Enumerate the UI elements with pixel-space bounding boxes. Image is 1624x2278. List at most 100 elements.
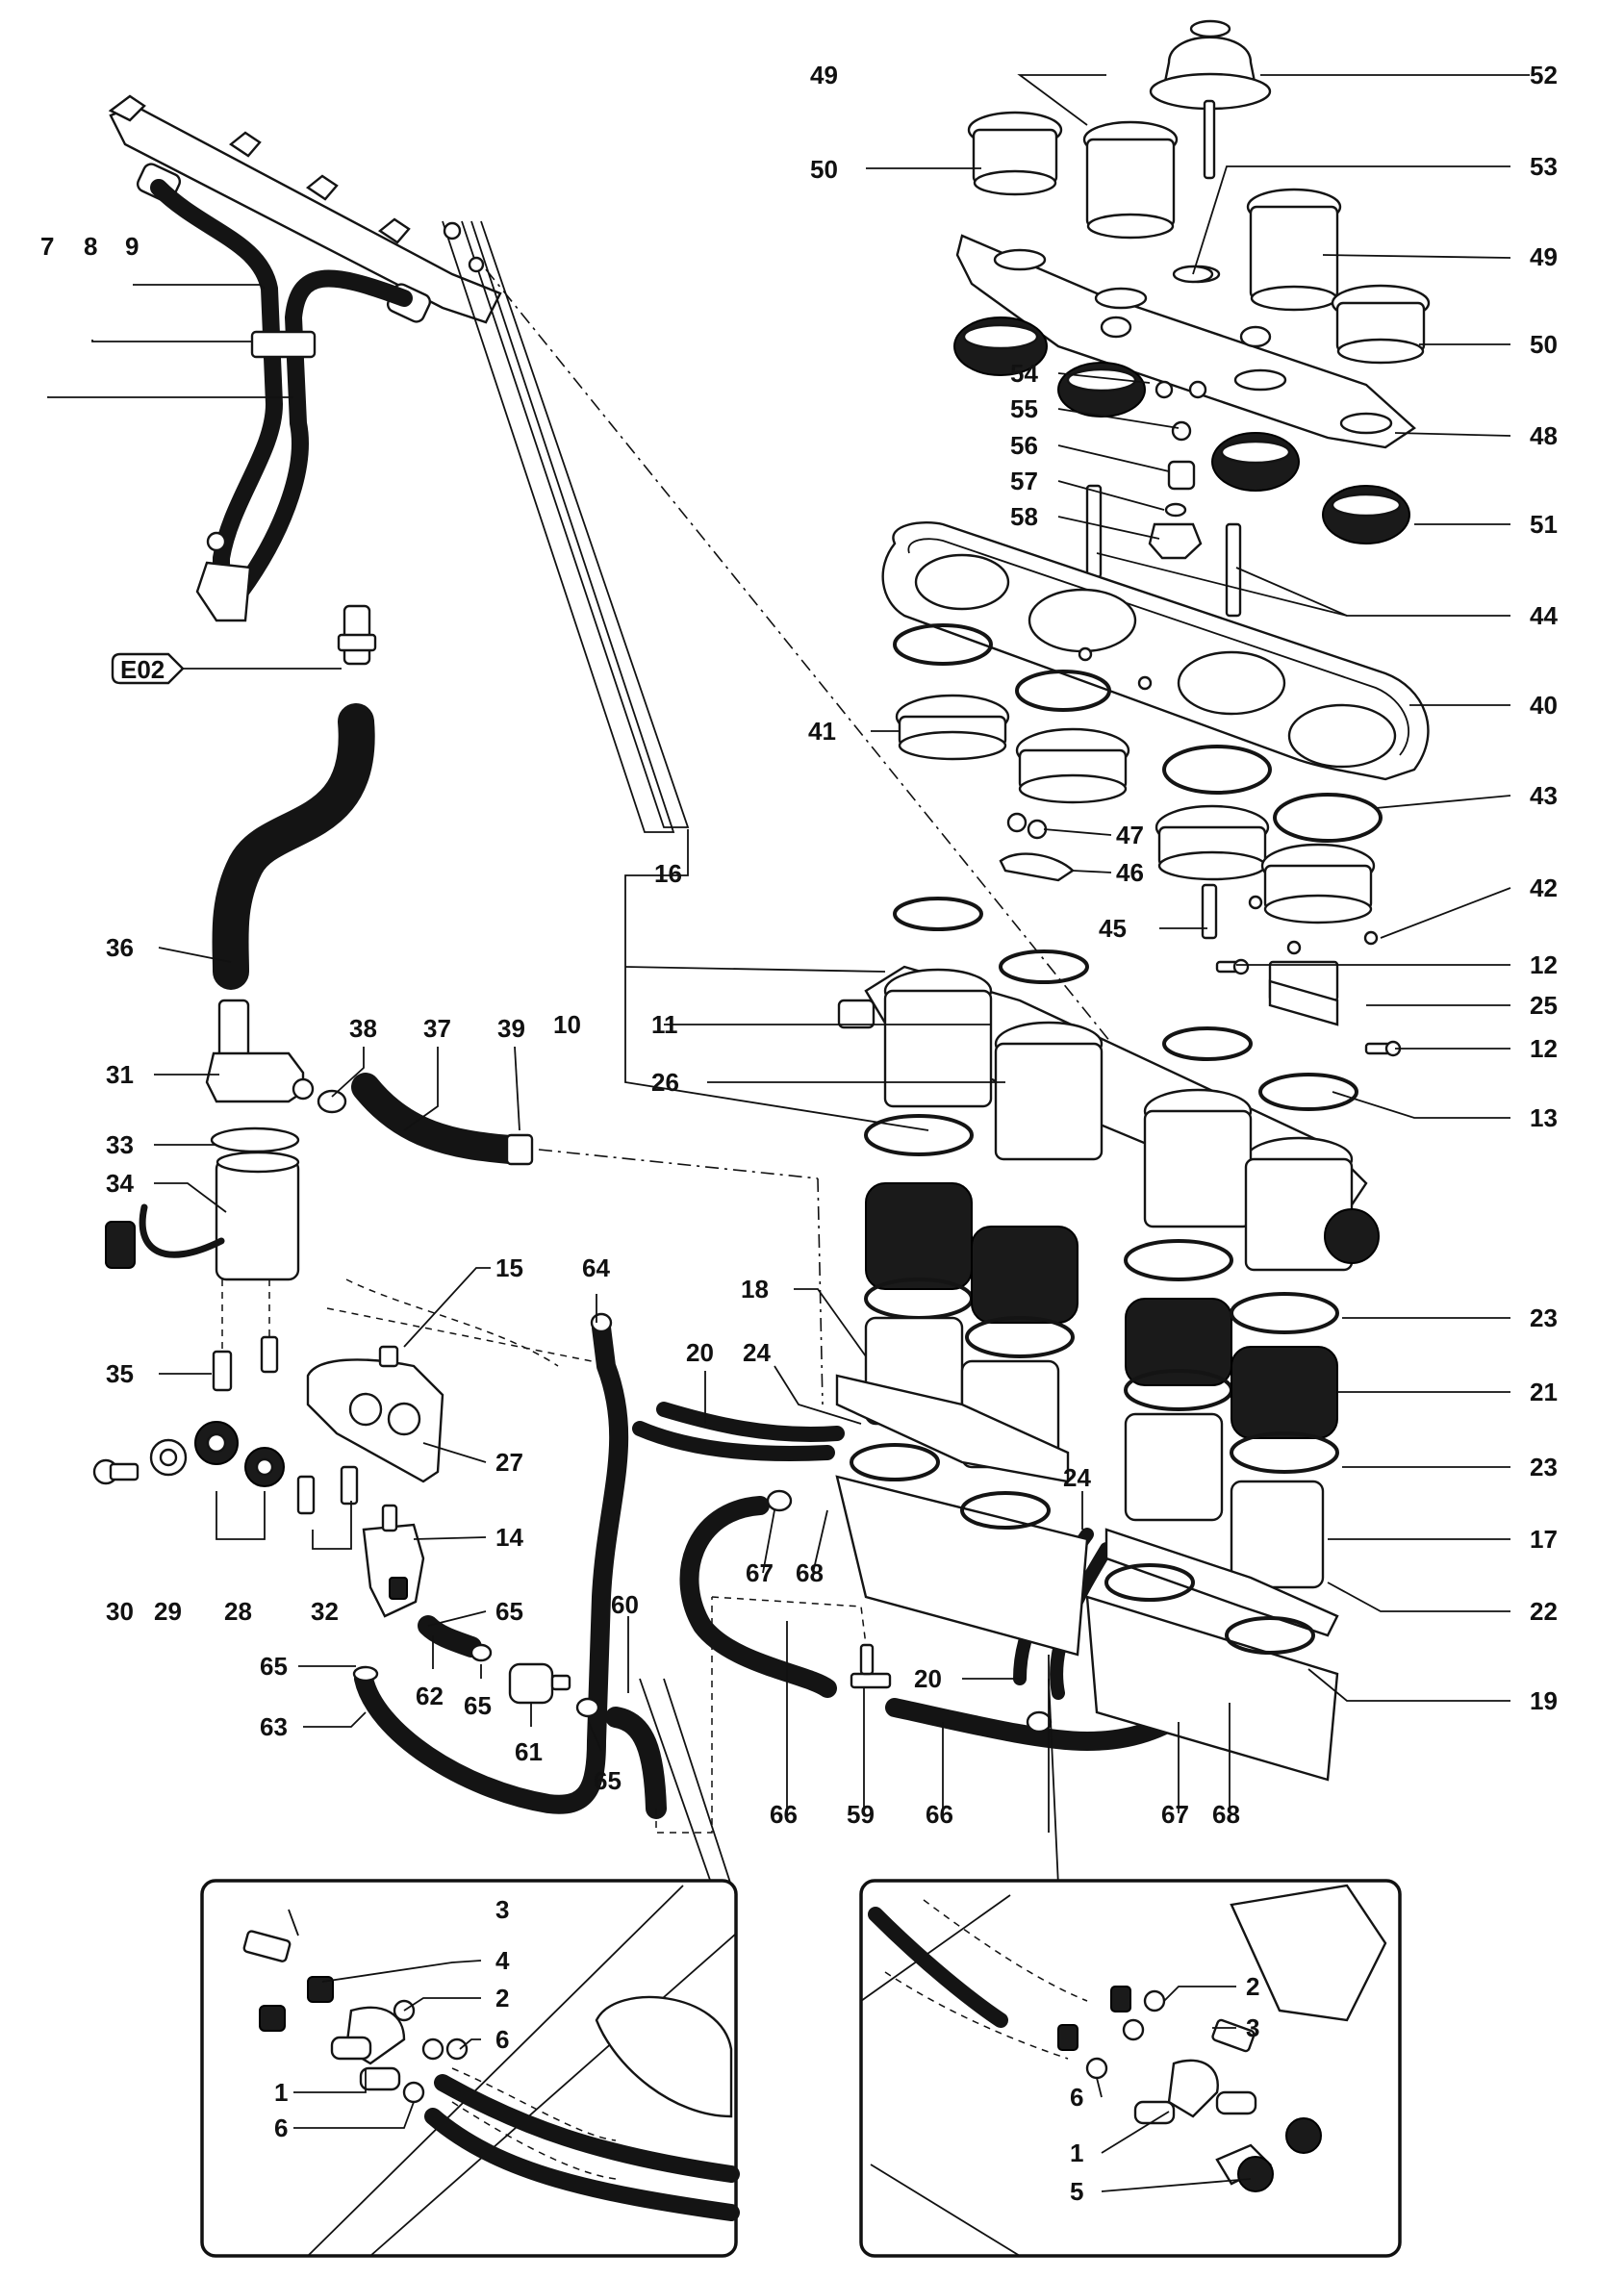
callout-3b: 3 — [1246, 2013, 1259, 2042]
callout-60: 60 — [611, 1590, 639, 1619]
callout-65c: 65 — [464, 1691, 492, 1720]
callout-62: 62 — [416, 1682, 444, 1710]
bolts-45-47 — [999, 812, 1379, 955]
callout-49b: 49 — [1530, 242, 1558, 271]
callout-43: 43 — [1530, 781, 1558, 810]
studs-44 — [1085, 484, 1242, 618]
callout-37: 37 — [423, 1014, 451, 1043]
callout-1a: 1 — [274, 2078, 288, 2107]
callout-45: 45 — [1099, 914, 1127, 943]
callout-68a: 68 — [796, 1558, 824, 1587]
callout-22: 22 — [1530, 1597, 1558, 1626]
callout-6c: 6 — [1070, 2083, 1083, 2112]
callout-31: 31 — [106, 1060, 134, 1089]
callout-8: 8 — [84, 232, 97, 261]
throttle-body-upper — [837, 897, 1380, 1272]
callout-17: 17 — [1530, 1525, 1558, 1554]
callout-38: 38 — [349, 1014, 377, 1043]
callout-57: 57 — [1010, 467, 1038, 495]
callout-65b: 65 — [260, 1652, 288, 1681]
callout-68b: 68 — [1212, 1800, 1240, 1829]
callout-39: 39 — [497, 1014, 525, 1043]
callout-27: 27 — [495, 1448, 523, 1477]
fuel-hoses-7-8-9 — [150, 179, 413, 622]
callout-66a: 66 — [770, 1800, 798, 1829]
callout-25: 25 — [1530, 991, 1558, 1020]
callout-35: 35 — [106, 1359, 134, 1388]
callout-29: 29 — [154, 1597, 182, 1626]
callout-2a: 2 — [495, 1984, 509, 2012]
callout-19: 19 — [1530, 1686, 1558, 1715]
small-hardware — [1148, 265, 1214, 560]
callout-6a: 6 — [495, 2025, 509, 2054]
callout-labels: 49 52 50 53 49 50 54 55 48 56 57 58 51 4… — [40, 61, 1558, 2206]
rubber-couplers-21-23 — [864, 1114, 1339, 1474]
callout-56: 56 — [1010, 431, 1038, 460]
callout-42: 42 — [1530, 873, 1558, 902]
callout-59: 59 — [847, 1800, 875, 1829]
callout-24a: 24 — [743, 1338, 771, 1367]
callout-15: 15 — [495, 1253, 523, 1282]
callout-20a: 20 — [686, 1338, 714, 1367]
callout-23a: 23 — [1530, 1304, 1558, 1332]
throttle-bodies-17-18 — [835, 1316, 1339, 1637]
hose-37-group — [317, 1073, 824, 1405]
callout-63: 63 — [260, 1712, 288, 1741]
vent-hoses-group — [352, 1312, 713, 1834]
callout-20b: 20 — [914, 1664, 942, 1693]
callout-9: 9 — [125, 232, 139, 261]
mount-bracket-group — [92, 1278, 617, 1515]
callout-13: 13 — [1530, 1103, 1558, 1132]
callout-53: 53 — [1530, 152, 1558, 181]
reference-tag-label: E02 — [120, 655, 165, 684]
callout-67a: 67 — [746, 1558, 774, 1587]
callout-50b: 50 — [1530, 330, 1558, 359]
top-plate-48 — [955, 234, 1416, 449]
callout-11: 11 — [651, 1010, 678, 1039]
intake-manifolds-19-22 — [835, 1443, 1339, 1782]
callout-48: 48 — [1530, 421, 1558, 450]
callout-33: 33 — [106, 1130, 134, 1159]
callout-5: 5 — [1070, 2177, 1083, 2206]
callout-65d: 65 — [594, 1766, 622, 1795]
callout-21: 21 — [1530, 1378, 1558, 1406]
callout-23b: 23 — [1530, 1453, 1558, 1481]
callout-50a: 50 — [810, 155, 838, 184]
leader-lines — [47, 74, 1530, 1833]
callout-12a: 12 — [1530, 950, 1558, 979]
callout-52: 52 — [1530, 61, 1558, 89]
callout-18: 18 — [741, 1275, 769, 1304]
callout-2b: 2 — [1246, 1972, 1259, 2001]
sensor-14 — [362, 1504, 425, 1618]
callout-54: 54 — [1010, 359, 1038, 388]
callout-67b: 67 — [1161, 1800, 1189, 1829]
wire-harness-16 — [442, 220, 1136, 1074]
callout-51: 51 — [1530, 510, 1558, 539]
fuel-pump-group — [105, 999, 315, 1392]
callout-41: 41 — [808, 717, 836, 746]
callout-7: 7 — [40, 232, 54, 261]
callout-30: 30 — [106, 1597, 134, 1626]
callout-16: 16 — [654, 859, 682, 888]
callout-32: 32 — [311, 1597, 339, 1626]
callout-47: 47 — [1116, 821, 1144, 849]
callout-3a: 3 — [495, 1895, 509, 1924]
inset-left — [200, 1678, 740, 2258]
callout-58: 58 — [1010, 502, 1038, 531]
inset-right — [859, 1678, 1402, 2258]
callout-26: 26 — [651, 1068, 679, 1097]
callout-65a: 65 — [495, 1597, 523, 1626]
callout-6b: 6 — [274, 2113, 288, 2142]
callout-24b: 24 — [1063, 1463, 1091, 1492]
callout-12b: 12 — [1530, 1034, 1558, 1063]
callout-1b: 1 — [1070, 2139, 1083, 2167]
callout-28: 28 — [224, 1597, 252, 1626]
callout-34: 34 — [106, 1169, 134, 1198]
airbox-plate-40 — [881, 521, 1430, 781]
callout-10: 10 — [553, 1010, 581, 1039]
callout-14: 14 — [495, 1523, 523, 1552]
callout-66b: 66 — [926, 1800, 953, 1829]
reference-tag-e02: E02 — [111, 652, 185, 685]
callout-46: 46 — [1116, 858, 1144, 887]
